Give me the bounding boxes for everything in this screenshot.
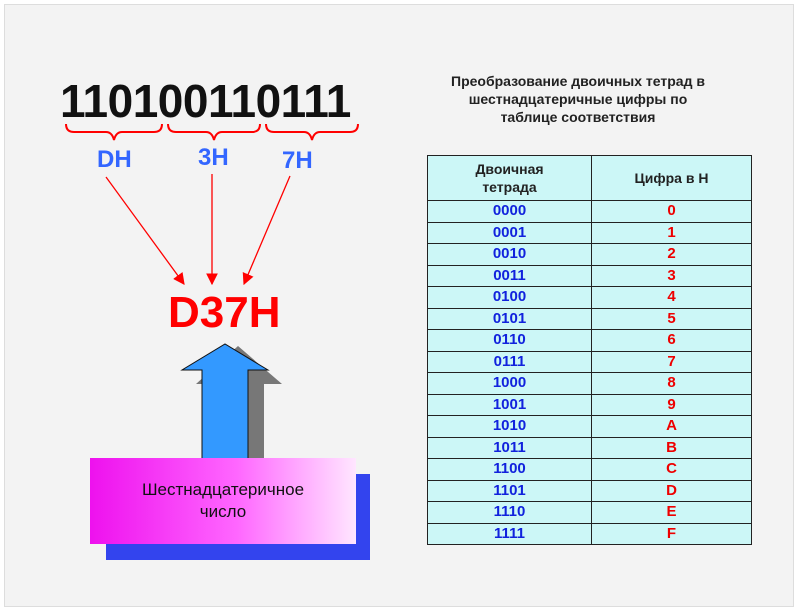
hex-digit-cell: F: [591, 522, 752, 545]
binary-tetrad-cell: 1010: [427, 415, 592, 438]
binary-tetrad-cell: 0100: [427, 286, 592, 309]
header-binary-line1: Двоичная: [475, 161, 544, 177]
hex-digit-cell: E: [591, 501, 752, 524]
group-label-dh: DH: [97, 146, 132, 173]
hex-box-label-line2: число: [199, 502, 247, 521]
binary-tetrad-cell: 0111: [427, 350, 592, 373]
hex-digit-cell: 7: [591, 350, 752, 373]
binary-tetrad-cell: 1110: [427, 501, 592, 524]
binary-tetrad-cell: 1111: [427, 522, 592, 545]
group-bracket-2: [167, 123, 261, 141]
hex-digit-cell: 8: [591, 372, 752, 395]
group-label-3h: 3H: [198, 144, 229, 171]
binary-tetrad-cell: 1001: [427, 393, 592, 416]
pointer-arrow-dh: [105, 176, 185, 285]
hex-digit-cell: 0: [591, 200, 752, 223]
caption-line2: шестнадцатеричные цифры по: [468, 91, 688, 107]
group-bracket-1: [65, 123, 163, 141]
table-caption: Преобразование двоичных тетрад в шестнад…: [415, 72, 741, 126]
table-header-row: Двоичная тетрада Цифра в H: [427, 155, 752, 201]
header-binary: Двоичная тетрада: [427, 155, 592, 201]
group-label-7h: 7H: [282, 147, 313, 174]
hex-result: D37H: [168, 288, 281, 337]
hex-digit-cell: 6: [591, 329, 752, 352]
binary-tetrad-cell: 1100: [427, 458, 592, 481]
hex-digit-cell: 5: [591, 307, 752, 330]
caption-line1: Преобразование двоичных тетрад в: [451, 73, 705, 89]
header-binary-line2: тетрада: [482, 179, 537, 195]
hex-digit-cell: 1: [591, 221, 752, 244]
hex-box-label-line1: Шестнадцатеричное: [141, 480, 305, 499]
binary-tetrad-cell: 0110: [427, 329, 592, 352]
binary-tetrad-cell: 0000: [427, 200, 592, 223]
binary-tetrad-cell: 0011: [427, 264, 592, 287]
binary-tetrad-cell: 1000: [427, 372, 592, 395]
caption-line3: таблице соответствия: [500, 109, 656, 125]
binary-tetrad-cell: 0010: [427, 243, 592, 266]
hex-digit-cell: C: [591, 458, 752, 481]
hex-digit-cell: 2: [591, 243, 752, 266]
binary-tetrad-cell: 1101: [427, 479, 592, 502]
hex-digit-cell: B: [591, 436, 752, 459]
hex-number-box: Шестнадцатеричное число: [90, 458, 356, 544]
hex-digit-cell: 3: [591, 264, 752, 287]
hex-digit-cell: D: [591, 479, 752, 502]
hex-digit-cell: A: [591, 415, 752, 438]
hex-digit-cell: 4: [591, 286, 752, 309]
group-bracket-3: [265, 123, 359, 141]
binary-tetrad-cell: 0001: [427, 221, 592, 244]
pointer-arrow-7h: [242, 175, 291, 286]
binary-number: 110100110111: [60, 75, 351, 127]
header-hex: Цифра в H: [591, 155, 752, 201]
big-up-arrow: [180, 343, 270, 467]
binary-tetrad-cell: 0101: [427, 307, 592, 330]
hex-digit-cell: 9: [591, 393, 752, 416]
binary-tetrad-cell: 1011: [427, 436, 592, 459]
